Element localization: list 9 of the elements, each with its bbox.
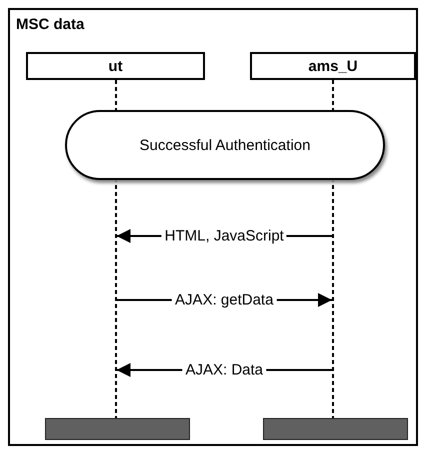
edge-label: HTML, JavaScript — [162, 228, 287, 244]
participant-box: ut — [26, 52, 205, 80]
edge-label: AJAX: getData — [172, 292, 276, 308]
frame-title: MSC data — [16, 16, 84, 33]
condition-box: Successful Authentication — [65, 110, 385, 180]
end-bar — [45, 418, 190, 440]
end-bar — [263, 418, 408, 440]
frame-box — [8, 8, 418, 446]
participant-box: ams_U — [250, 52, 416, 80]
